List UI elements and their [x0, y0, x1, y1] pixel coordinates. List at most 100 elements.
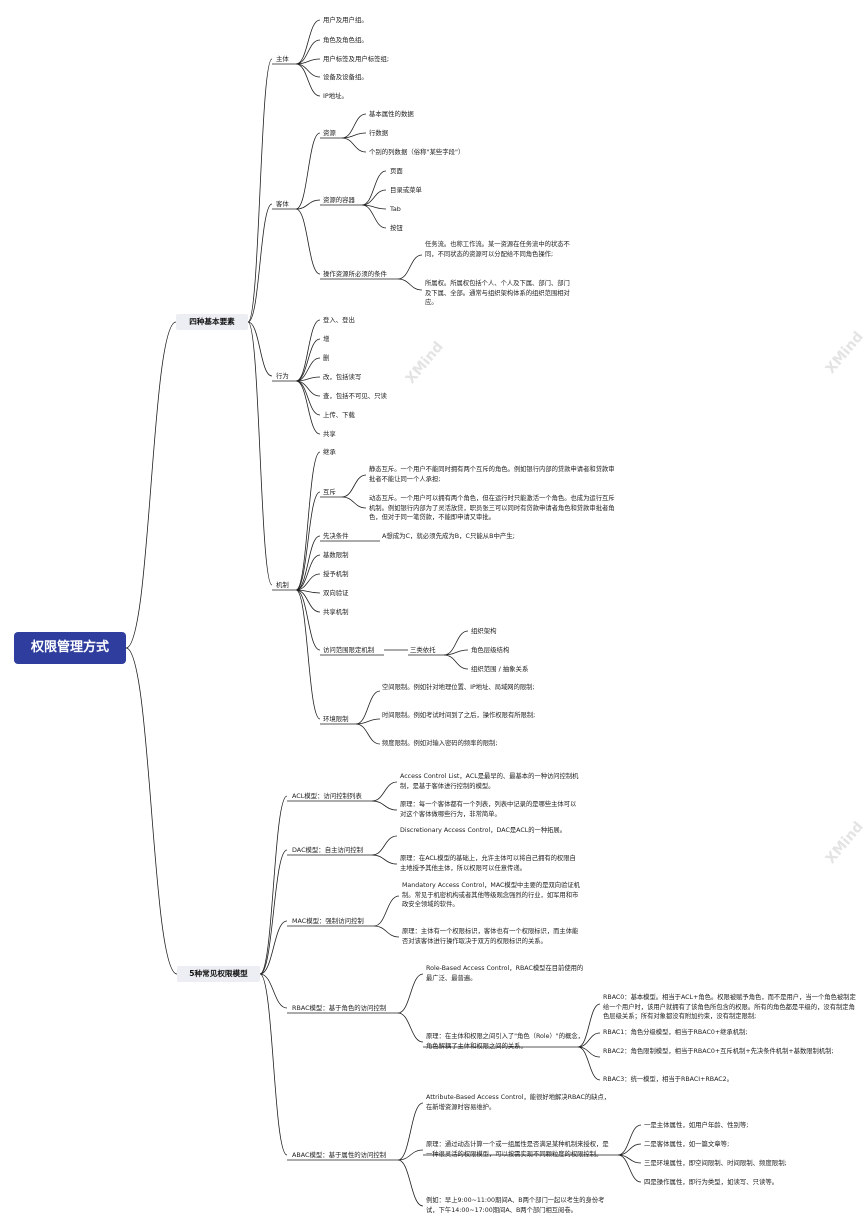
- leaf-resource[interactable]: 基本属性的数据: [369, 110, 414, 118]
- node-mac[interactable]: MAC模型：强制访问控制: [292, 917, 364, 925]
- connector: [295, 535, 321, 591]
- leaf-acl[interactable]: Access Control List，ACL是最早的、最基本的一种访问控制机制…: [400, 773, 579, 790]
- node-dac[interactable]: DAC模型：自主访问控制: [292, 846, 364, 854]
- leaf-mutex[interactable]: 动态互斥。一个用户可以拥有两个角色，但在运行时只能激活一个角色。也成为运行互斥机…: [369, 495, 615, 522]
- connector: [577, 1032, 601, 1048]
- leaf-scope[interactable]: 组织范围 / 抽象关系: [471, 665, 529, 673]
- connector: [371, 800, 398, 811]
- connector: [295, 589, 321, 720]
- connector: [397, 278, 423, 291]
- main-topic-models[interactable]: 5种常见权限模型: [177, 966, 260, 982]
- connector: [295, 451, 321, 591]
- node-resource[interactable]: 资源: [323, 129, 336, 137]
- leaf-rbac[interactable]: RBAC2：角色限制模型，相当于RBAC0+互斥机制+先决条件机制+基数限制机制…: [603, 1048, 834, 1055]
- leaf-dac[interactable]: 原理：在ACL模型的基础上，允许主体可以将自己拥有的权限自主地授予其他主体，所以…: [400, 855, 576, 872]
- leaf-environment[interactable]: 空间限制。例如针对地理位置、IP地址、局域网的限制;: [382, 684, 535, 691]
- leaf-abac-intro[interactable]: Attribute-Based Access Control，能很好地解决RBA…: [426, 1094, 611, 1111]
- node-subject[interactable]: 主体: [276, 55, 289, 63]
- node-action[interactable]: 行为: [276, 372, 289, 380]
- connector: [259, 849, 288, 975]
- connector: [295, 208, 321, 275]
- connector: [295, 589, 321, 651]
- leaf-dac[interactable]: Discretionary Access Control，DAC是ACL的一种拓…: [400, 827, 567, 834]
- connector: [295, 338, 321, 382]
- connector: [371, 854, 398, 865]
- node-abac[interactable]: ABAC模型：基于属性的访问控制: [292, 1151, 387, 1159]
- leaf-mac[interactable]: 原理：主体有一个权限标识，客体也有一个权限标识，而主体能否对该客体进行操作取决于…: [402, 928, 579, 945]
- leaf-subject[interactable]: 用户及用户组。: [323, 16, 368, 24]
- leaf-mac[interactable]: Mandatory Access Control，MAC模型中主要的是双向验证机…: [402, 882, 580, 909]
- leaf-action[interactable]: 改，包括读写: [323, 373, 362, 381]
- node-sharing[interactable]: 共享机制: [323, 608, 349, 616]
- leaf-abac[interactable]: 三是环境属性，即空间限制、时间限制、频度限制;: [644, 1159, 787, 1167]
- leaf-rbac-principle[interactable]: 原理：在主体和权限之间引入了"角色（Role）"的概念，角色解耦了主体和权限之间…: [426, 1033, 584, 1050]
- leaf-abac[interactable]: 二是客体属性，如一篇文章等;: [644, 1140, 730, 1148]
- connector: [247, 203, 273, 323]
- connector: [125, 321, 177, 649]
- node-mutual-auth[interactable]: 双向验证: [323, 589, 349, 597]
- leaf-abac-principle[interactable]: 原理：通过动态计算一个或一组属性是否满足某种机制来授权，是一种很灵活的权限模型，…: [426, 1141, 609, 1158]
- leaf-rbac[interactable]: RBAC1：角色分级模型，相当于RBAC0+继承机制;: [603, 1029, 748, 1036]
- connector: [397, 254, 423, 280]
- node-inherit[interactable]: 继承: [323, 448, 336, 456]
- node-environment[interactable]: 环境限制: [323, 715, 349, 723]
- leaf-action[interactable]: 共享: [323, 430, 336, 438]
- node-acl[interactable]: ACL模型：访问控制列表: [292, 792, 362, 800]
- connector: [295, 380, 321, 416]
- connector: [341, 137, 367, 153]
- connector: [295, 39, 321, 65]
- connector: [397, 1012, 424, 1043]
- connector: [295, 63, 321, 78]
- leaf-resource[interactable]: 行数据: [369, 129, 389, 137]
- node-scope-relies[interactable]: 三类依托: [410, 646, 436, 654]
- leaf-abac-example[interactable]: 例如：早上9:00~11:00期间A、B两个部门一起以考生的身份考试，下午14:…: [426, 1197, 605, 1214]
- leaf-scope[interactable]: 角色层级结构: [471, 646, 510, 654]
- leaf-abac[interactable]: 一是主体属性，如用户年龄、性别等;: [644, 1121, 749, 1129]
- node-cardinality[interactable]: 基数限制: [323, 551, 349, 559]
- node-rbac[interactable]: RBAC模型：基于角色的访问控制: [292, 1004, 387, 1012]
- node-delegation[interactable]: 授予机制: [323, 570, 349, 578]
- leaf-subject[interactable]: 角色及角色组。: [323, 36, 368, 44]
- leaf-prerequisite[interactable]: A想成为C，就必须先成为B，C只能从B中产生;: [382, 532, 515, 540]
- node-scope[interactable]: 访问范围限定机制: [323, 646, 375, 654]
- leaf-action[interactable]: 增: [323, 335, 330, 343]
- leaf-condition[interactable]: 任务流。也称工作流。某一资源在任务流中的状态不同，不同状态的资源可以分配给不同角…: [425, 241, 570, 258]
- node-object[interactable]: 客体: [276, 200, 289, 208]
- node-condition[interactable]: 操作资源所必须的条件: [323, 270, 387, 278]
- connector: [295, 380, 321, 435]
- leaf-action[interactable]: 查，包括不可见、只读: [323, 392, 387, 400]
- connector: [577, 1003, 601, 1048]
- leaf-condition[interactable]: 所属权。所属权包括个人、个人及下属、部门、部门及下属、全部。通常与组织架构体系的…: [425, 280, 570, 307]
- leaf-abac[interactable]: 四是操作属性，即行为类型，如读写、只读等。: [644, 1178, 779, 1186]
- leaf-environment[interactable]: 时间限制。例如考试时间到了之后，操作权限有所限制;: [382, 712, 536, 719]
- leaf-subject[interactable]: 设备及设备组。: [323, 73, 368, 81]
- leaf-container[interactable]: Tab: [390, 205, 401, 213]
- leaf-acl[interactable]: 原理：每一个客体都有一个列表，列表中记录的是哪些主体可以对这个客体做哪些行为，非…: [400, 801, 577, 818]
- leaf-rbac[interactable]: RBAC0：基本模型。相当于ACL+角色。权限被赋予角色，而不是用户，当一个角色…: [603, 994, 856, 1021]
- leaf-environment[interactable]: 频度限制。例如对输入密码的频率的限制;: [382, 740, 498, 747]
- node-container[interactable]: 资源的容器: [323, 196, 355, 204]
- connector: [125, 647, 178, 975]
- leaf-container[interactable]: 目录或菜单: [390, 186, 422, 194]
- node-prerequisite[interactable]: 先决条件: [323, 532, 349, 540]
- leaf-action[interactable]: 上传、下载: [323, 411, 355, 419]
- leaf-container[interactable]: 按钮: [390, 224, 403, 232]
- leaf-resource[interactable]: 个别的列数据（俗称"某些字段"）: [369, 148, 465, 156]
- leaf-rbac-intro[interactable]: Role-Based Access Control，RBAC模型在目前使用的最广…: [426, 965, 584, 982]
- leaf-subject[interactable]: IP地址。: [323, 92, 348, 100]
- connector: [295, 357, 321, 382]
- leaf-rbac[interactable]: RBAC3：统一模型，相当于RBACI+RBAC2。: [603, 1076, 733, 1083]
- leaf-scope[interactable]: 组织架构: [471, 627, 497, 635]
- connector: [295, 132, 321, 210]
- node-mutex[interactable]: 互斥: [323, 488, 336, 496]
- leaf-mutex[interactable]: 静态互斥。一个用户不能同时拥有两个互斥的角色。例如银行内部的贷款申请者和贷款审批…: [369, 466, 615, 483]
- leaf-action[interactable]: 删: [323, 354, 330, 362]
- root-topic[interactable]: 权限管理方式: [14, 632, 126, 664]
- main-topic-basic-elements[interactable]: 四种基本要素: [176, 314, 248, 330]
- connector: [247, 321, 273, 377]
- leaf-subject[interactable]: 用户标签及用户标签组;: [323, 55, 390, 63]
- leaf-action[interactable]: 登入、登出: [323, 316, 355, 324]
- leaf-container[interactable]: 页面: [390, 167, 403, 175]
- node-mechanism[interactable]: 机制: [276, 581, 289, 589]
